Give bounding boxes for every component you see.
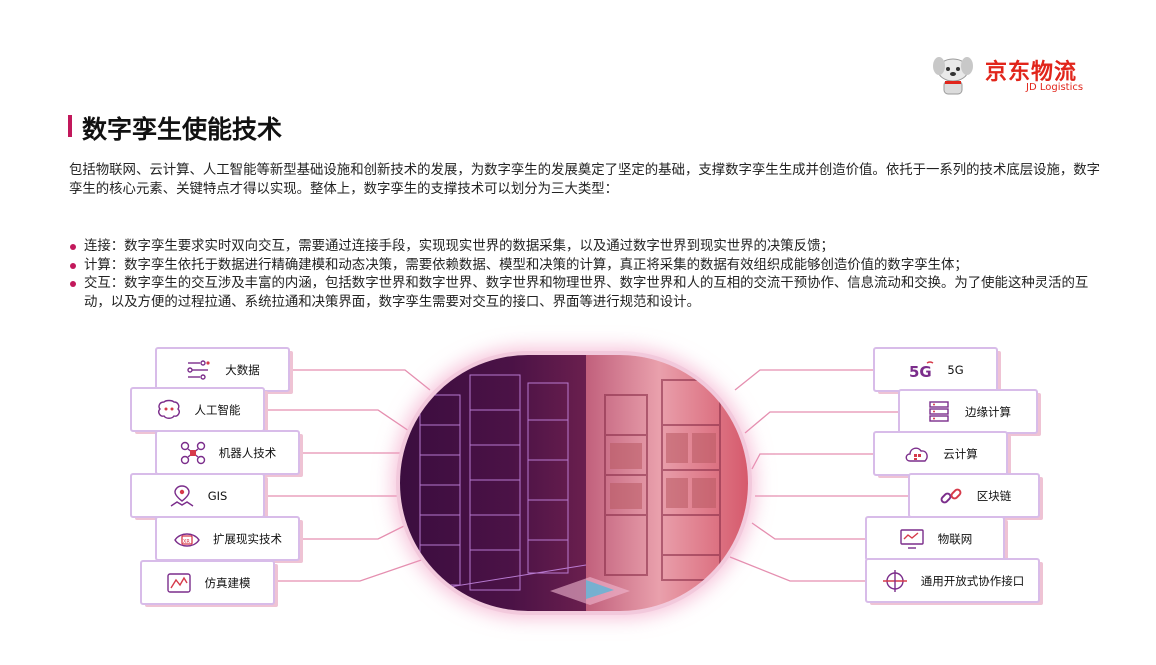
tag-label: 通用开放式协作接口 bbox=[920, 573, 1025, 588]
tag-gis: GIS bbox=[130, 473, 265, 518]
tag-xr: XR 扩展现实技术 bbox=[155, 516, 300, 561]
tag-edge-computing: 边缘计算 bbox=[898, 389, 1038, 434]
digital-warehouse-half bbox=[400, 355, 586, 611]
svg-text:5G: 5G bbox=[909, 363, 932, 381]
tag-open-collab-interface: 通用开放式协作接口 bbox=[865, 558, 1040, 603]
enabling-tech-diagram: 大数据 人工智能 机器人技术 GIS XR 扩展现实技术 仿真建模 5G bbox=[0, 335, 1156, 615]
tag-label: 大数据 bbox=[225, 362, 260, 377]
chain-icon bbox=[937, 482, 965, 510]
drone-icon bbox=[179, 439, 207, 467]
tag-label: 物联网 bbox=[937, 531, 973, 546]
tag-simulation: 仿真建模 bbox=[140, 560, 275, 605]
intro-paragraph: 包括物联网、云计算、人工智能等新型基础设施和创新技术的发展，为数字孪生的发展奠定… bbox=[69, 163, 1101, 197]
tag-cloud-computing: 云计算 bbox=[873, 431, 1008, 476]
interface-icon bbox=[881, 567, 909, 595]
warehouse-racks-illustration bbox=[400, 374, 721, 605]
big-data-icon bbox=[185, 356, 213, 384]
svg-text:XR: XR bbox=[183, 539, 190, 545]
bullet-computing: 计算：数字孪生依托于数据进行精确建模和动态决策，需要依赖数据、模型和决策的计算，… bbox=[69, 257, 1109, 276]
server-icon bbox=[925, 398, 953, 426]
connector-lines bbox=[265, 369, 908, 582]
tag-5g: 5G 5G bbox=[873, 347, 998, 392]
iot-monitor-icon bbox=[898, 525, 926, 553]
title-accent-bar bbox=[68, 115, 72, 137]
tag-ai: 人工智能 bbox=[130, 387, 265, 432]
tag-label: 人工智能 bbox=[194, 402, 241, 417]
bullet-connection: 连接：数字孪生要求实时双向交互，需要通过连接手段，实现现实世界的数据采集，以及通… bbox=[69, 238, 1109, 257]
simulation-icon bbox=[165, 569, 193, 597]
logo-chinese-text: 京东物流 bbox=[985, 60, 1078, 85]
page-title: 数字孪生使能技术 bbox=[82, 115, 283, 144]
tag-big-data: 大数据 bbox=[155, 347, 290, 392]
jd-logistics-logo: 京东物流 JD Logistics bbox=[930, 52, 1100, 98]
bullet-interaction: 交互：数字孪生的交互涉及丰富的内涵，包括数字世界和数字世界、数字世界和物理世界、… bbox=[69, 275, 1109, 312]
tag-label: 机器人技术 bbox=[218, 445, 277, 460]
tag-iot: 物联网 bbox=[865, 516, 1005, 561]
tag-robotics: 机器人技术 bbox=[155, 430, 300, 475]
logo-english-text: JD Logistics bbox=[1026, 82, 1084, 93]
jd-dog-mascot-icon bbox=[933, 57, 973, 95]
tag-label: 仿真建模 bbox=[204, 575, 251, 590]
tag-label: 云计算 bbox=[943, 446, 978, 461]
5g-icon: 5G bbox=[907, 356, 935, 384]
xr-eye-icon: XR bbox=[173, 525, 201, 553]
tag-label: 扩展现实技术 bbox=[213, 531, 282, 546]
tag-label: 边缘计算 bbox=[965, 404, 1011, 419]
tag-label: 区块链 bbox=[976, 488, 1012, 503]
cloud-icon bbox=[903, 440, 931, 468]
map-pin-icon bbox=[168, 482, 196, 510]
tag-label: GIS bbox=[207, 488, 228, 503]
ai-brain-icon bbox=[155, 396, 183, 424]
tag-blockchain: 区块链 bbox=[908, 473, 1040, 518]
tag-label: 5G bbox=[947, 362, 964, 377]
warehouse-twin-capsule bbox=[400, 355, 748, 611]
support-tech-types-list: 连接：数字孪生要求实时双向交互，需要通过连接手段，实现现实世界的数据采集，以及通… bbox=[69, 238, 1109, 312]
